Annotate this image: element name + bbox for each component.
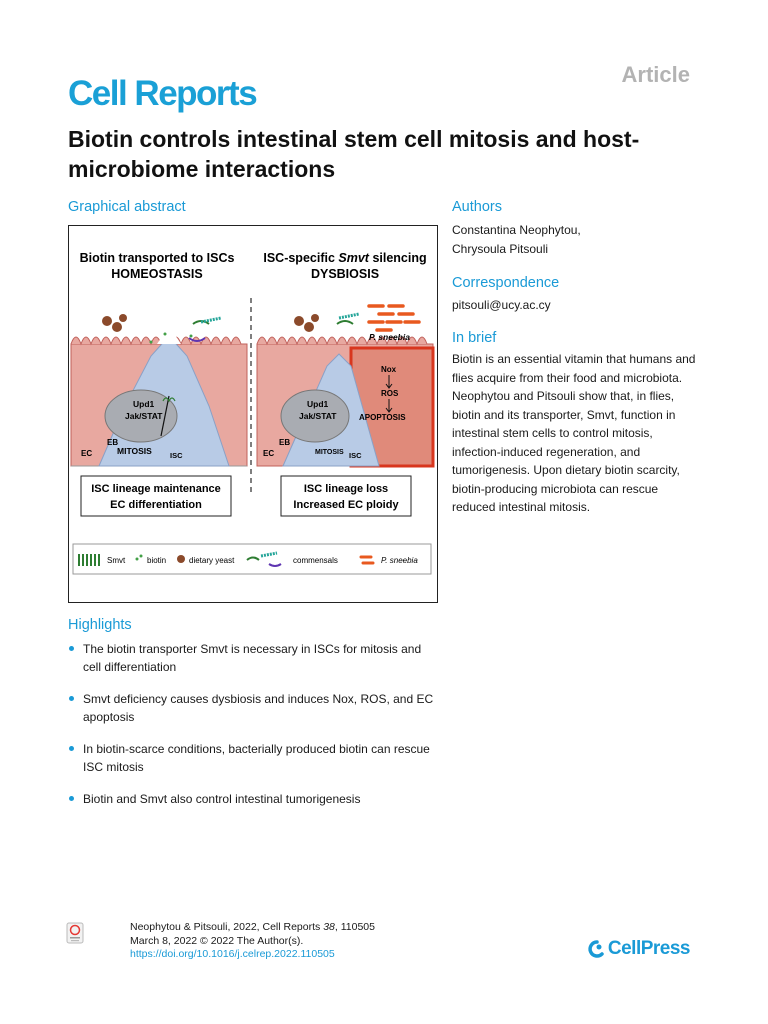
left-gut-diagram: Upd1 Jak/STAT EB EC MITOSIS ISC	[70, 314, 248, 467]
left-eb-label: EB	[107, 438, 118, 447]
publication-date: March 8, 2022 © 2022 The Author(s).	[130, 934, 304, 947]
right-jak-label: Jak/STAT	[299, 411, 337, 421]
correspondence-email[interactable]: pitsouli@ucy.ac.cy	[452, 298, 551, 312]
left-upd1-label: Upd1	[133, 399, 155, 409]
highlight-item: Biotin and Smvt also control intestinal …	[68, 790, 438, 808]
right-isc-label: ISC	[349, 451, 362, 460]
correspondence-heading: Correspondence	[452, 275, 560, 291]
graphical-abstract-heading: Graphical abstract	[68, 199, 186, 215]
left-mitosis-label: MITOSIS	[117, 446, 152, 456]
left-isc-label: ISC	[170, 451, 183, 460]
doi-link[interactable]: https://doi.org/10.1016/j.celrep.2022.11…	[130, 948, 335, 960]
journal-name: Cell Reports	[68, 74, 258, 113]
left-panel-state: HOMEOSTASIS	[111, 267, 202, 281]
right-outcome-line1: ISC lineage loss	[304, 483, 388, 495]
authors-heading: Authors	[452, 199, 502, 215]
right-ec-label: EC	[263, 449, 274, 458]
right-species-label: P. sneebia	[369, 332, 410, 342]
highlight-item: The biotin transporter Smvt is necessary…	[68, 640, 438, 676]
graphical-abstract: Biotin transported to ISCs HOMEOSTASIS I…	[68, 225, 438, 603]
right-outcome-line2: Increased EC ploidy	[293, 499, 399, 511]
authors-list: Constantina Neophytou, Chrysoula Pitsoul…	[452, 221, 581, 258]
ros-label: ROS	[381, 389, 399, 398]
graphical-abstract-figure: Biotin transported to ISCs HOMEOSTASIS I…	[70, 251, 435, 575]
cellpress-logo: CellPress	[585, 938, 691, 960]
left-outcome-line1: ISC lineage maintenance	[91, 483, 221, 495]
apoptosis-label: APOPTOSIS	[359, 413, 406, 422]
in-brief-heading: In brief	[452, 330, 497, 346]
right-eb-label: EB	[279, 438, 290, 447]
in-brief-text: Biotin is an essential vitamin that huma…	[452, 352, 696, 514]
right-mitosis-label: MITOSIS	[315, 449, 344, 456]
right-upd1-label: Upd1	[307, 399, 329, 409]
highlights-list: The biotin transporter Smvt is necessary…	[68, 640, 438, 822]
highlights-heading: Highlights	[68, 617, 132, 633]
left-outcome-line2: EC differentiation	[110, 499, 202, 511]
legend-yeast: dietary yeast	[189, 556, 235, 565]
legend-box	[72, 543, 432, 575]
nox-label: Nox	[381, 365, 397, 374]
citation-footer: Neophytou & Pitsouli, 2022, Cell Reports…	[130, 921, 375, 962]
right-panel-title: ISC-specific Smvt silencing	[263, 251, 426, 265]
highlight-item: In biotin-scarce conditions, bacterially…	[68, 740, 438, 776]
author-name: Constantina Neophytou,	[452, 223, 581, 237]
right-outcome-box	[280, 475, 412, 517]
left-ec-label: EC	[81, 449, 92, 458]
legend-smvt: Smvt	[107, 556, 126, 565]
cellpress-mark-icon	[588, 940, 604, 958]
highlight-item: Smvt deficiency causes dysbiosis and ind…	[68, 690, 438, 726]
left-jak-label: Jak/STAT	[125, 411, 163, 421]
left-outcome-box	[80, 475, 232, 517]
legend-species: P. sneebia	[381, 556, 418, 565]
right-gut-diagram: Upd1 Jak/STAT EB EC MITOSIS ISC P. sneeb…	[256, 304, 435, 468]
paper-title: Biotin controls intestinal stem cell mit…	[68, 126, 640, 182]
article-type: Article	[621, 62, 690, 87]
legend-biotin: biotin	[147, 556, 166, 565]
legend-commensals: commensals	[293, 556, 338, 565]
left-panel-title: Biotin transported to ISCs	[80, 251, 235, 265]
citation-line: Neophytou & Pitsouli, 2022, Cell Reports…	[130, 921, 375, 933]
check-for-updates-icon[interactable]	[66, 922, 84, 944]
right-panel-state: DYSBIOSIS	[311, 267, 379, 281]
author-name: Chrysoula Pitsouli	[452, 241, 549, 256]
cellpress-wordmark: CellPress	[607, 938, 691, 959]
